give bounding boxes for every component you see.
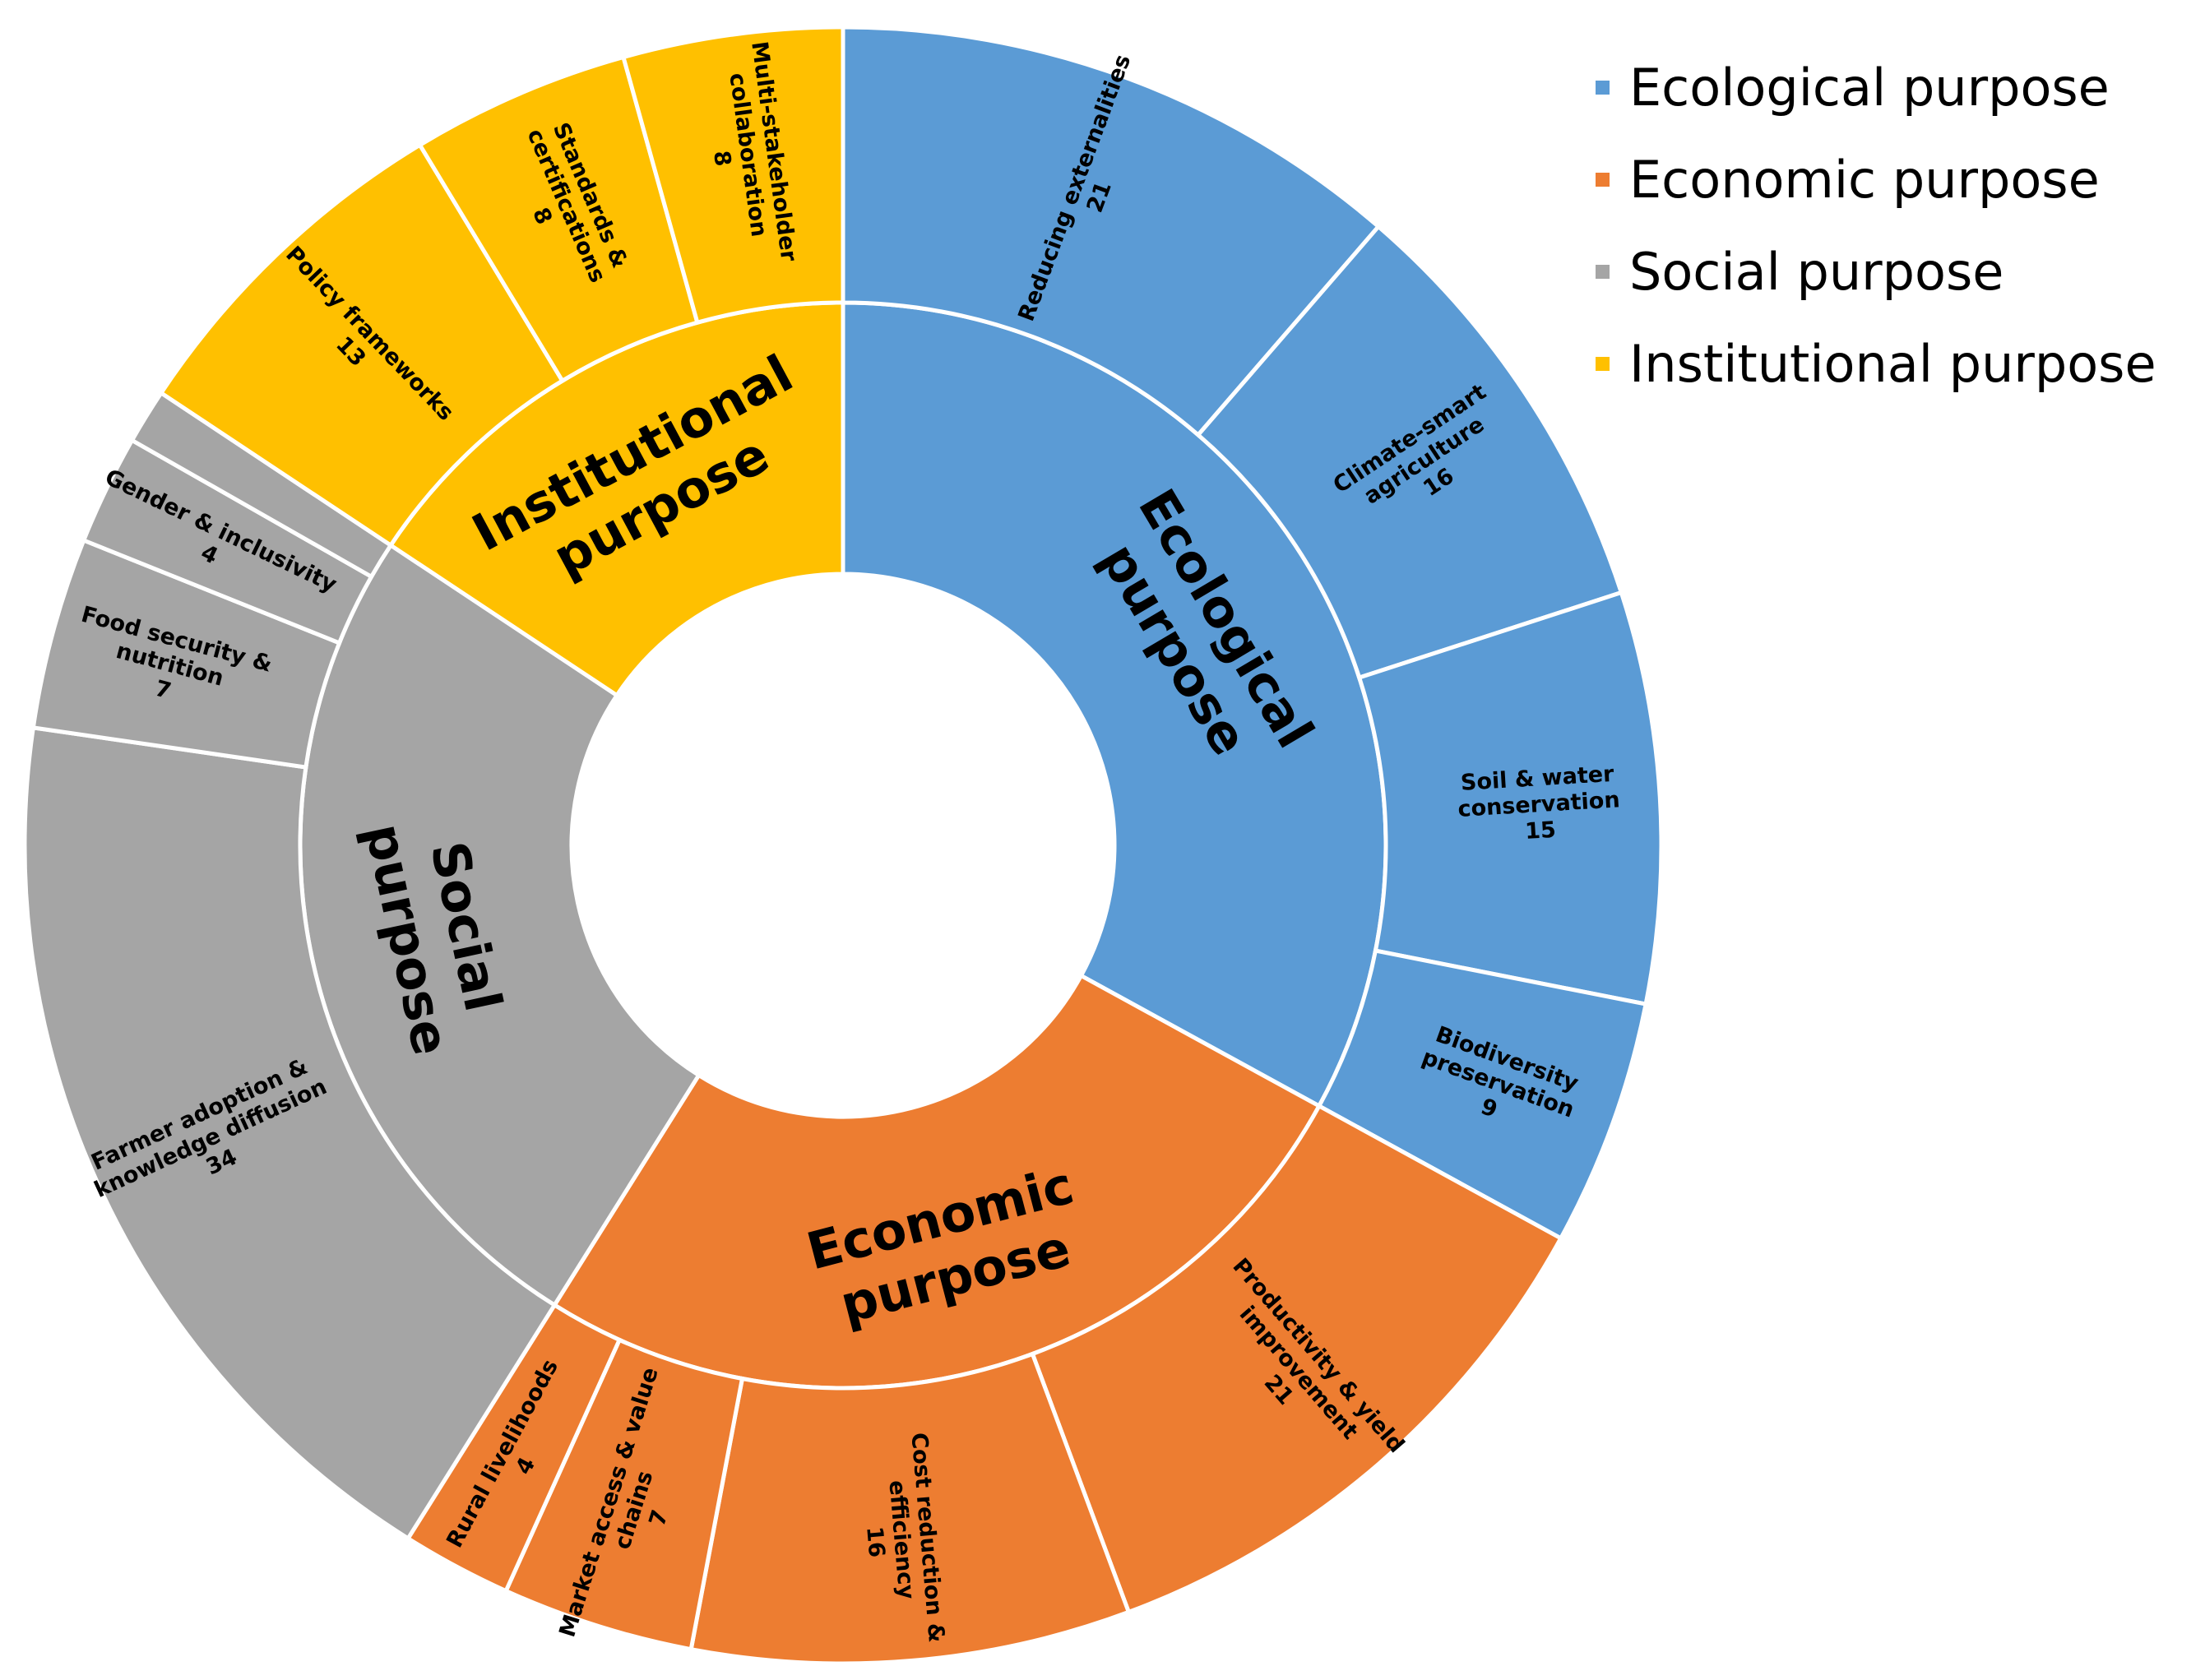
legend-label: Institutional purpose — [1629, 333, 2156, 394]
legend-item-institutional-purpose: Institutional purpose — [1596, 317, 2156, 410]
chart-segments — [22, 25, 1664, 1666]
legend-swatch — [1596, 80, 1610, 95]
legend-label: Ecological purpose — [1629, 57, 2110, 118]
legend-item-ecological-purpose: Ecological purpose — [1596, 41, 2156, 133]
legend-label: Social purpose — [1629, 241, 2004, 302]
legend-label: Economic purpose — [1629, 149, 2100, 210]
legend-item-economic-purpose: Economic purpose — [1596, 133, 2156, 225]
outer-segment-multi-stakeholder-collaboration — [620, 25, 845, 326]
legend-item-social-purpose: Social purpose — [1596, 225, 2156, 317]
legend-swatch — [1596, 356, 1610, 371]
legend-swatch — [1596, 172, 1610, 187]
outer-segment-reducing-externalities — [841, 25, 1382, 438]
outer-segment-productivity-and-yield-improvement — [1030, 1103, 1564, 1615]
outer-segment-farmer-adoption-and-knowledge-diffusion — [22, 725, 558, 1542]
legend-swatch — [1596, 264, 1610, 279]
